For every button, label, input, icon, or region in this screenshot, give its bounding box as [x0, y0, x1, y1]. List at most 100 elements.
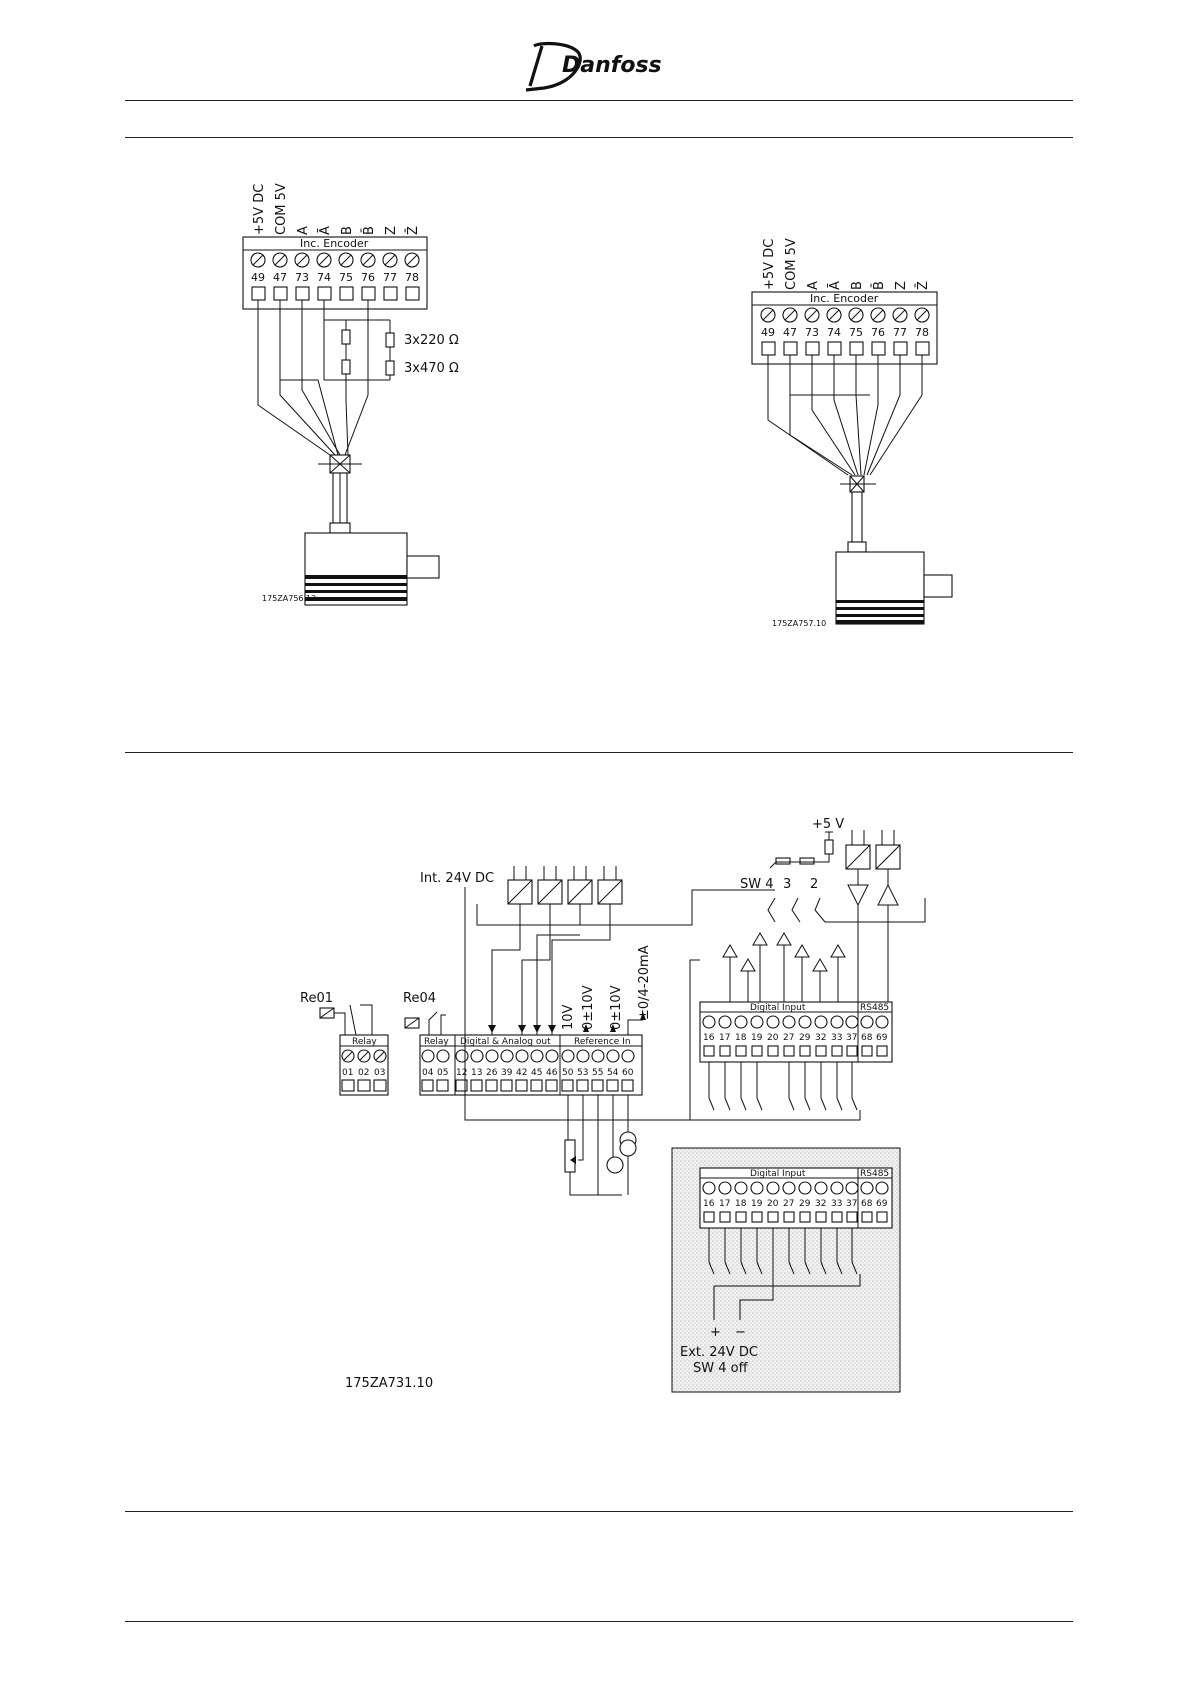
section-label-relay: Relay — [424, 1037, 449, 1047]
section-label-digital-analog-out: Digital & Analog out — [460, 1037, 551, 1047]
supply-label-int-24v: Int. 24V DC — [420, 871, 494, 886]
terminal-number: 18 — [735, 1033, 747, 1043]
ext-polarity-minus: − — [735, 1325, 746, 1340]
relay-terminal: 02 — [358, 1068, 369, 1078]
terminal-number: 68 — [861, 1199, 873, 1209]
footer-rule — [125, 1621, 1073, 1622]
danfoss-logo: Danfoss — [520, 38, 680, 100]
encoder-2-terminal-block — [751, 291, 938, 365]
terminal-number: 17 — [719, 1199, 730, 1209]
encoder-2-block-label: Inc. Encoder — [810, 292, 879, 305]
signal-label: Z — [384, 226, 399, 235]
terminal-number: 32 — [815, 1033, 826, 1043]
terminal-number: 60 — [622, 1068, 634, 1078]
encoder-diagram-1: +5V DC COM 5V A Ā B B̄ Z Z̄ Inc. Encoder… — [242, 183, 459, 606]
reference-label-0-10v-2: 0±10V — [609, 985, 624, 1030]
terminal-number: 19 — [751, 1033, 763, 1043]
digital-input-buffers — [722, 932, 846, 1010]
reference-label-0-10v: 0±10V — [581, 985, 596, 1030]
logo-wordmark: Danfoss — [562, 53, 662, 78]
supply-label-5v: +5 V — [812, 817, 844, 832]
encoder-1-signal-labels: +5V DC COM 5V A Ā B B̄ Z Z̄ — [252, 183, 421, 235]
section-divider-1 — [125, 752, 1073, 753]
signal-label: B̄ — [362, 226, 377, 235]
danfoss-logo-mark: Danfoss — [525, 41, 662, 92]
header-rule-bottom — [125, 137, 1073, 138]
relay-block-title: Relay — [352, 1037, 377, 1047]
terminal-number: 46 — [546, 1068, 558, 1078]
digital-block-terminal-numbers: 16 17 18 19 20 27 29 32 33 37 68 69 — [703, 1033, 888, 1043]
main-block-screws — [421, 1049, 635, 1063]
encoder-2-motor-icon — [835, 541, 953, 625]
terminal-number: 76 — [871, 326, 885, 339]
signal-label: Z̄ — [916, 281, 931, 290]
terminal-number: 77 — [893, 326, 907, 339]
rs485-title: RS485 — [860, 1003, 889, 1013]
terminal-number: 39 — [501, 1068, 513, 1078]
encoder-1-terminal-numbers: 49 47 73 74 75 76 77 78 — [251, 271, 419, 284]
encoder-1-motor-icon — [304, 522, 440, 606]
signal-label: Z — [894, 281, 909, 290]
relay-label-re01: Re01 — [300, 991, 333, 1006]
encoder-1-resistors: 3x220 Ω 3x470 Ω — [323, 300, 459, 381]
terminal-number: 33 — [831, 1199, 842, 1209]
terminal-number: 77 — [383, 271, 397, 284]
ext-terminal-numbers: 16 17 18 19 20 27 29 32 33 37 68 69 — [703, 1199, 888, 1209]
terminal-number: 37 — [846, 1199, 857, 1209]
terminal-number: 19 — [751, 1199, 763, 1209]
terminal-number: 13 — [471, 1068, 482, 1078]
output-driver-icons — [476, 866, 775, 1035]
ext-rs485-title: RS485 — [860, 1169, 889, 1179]
terminal-number: 12 — [456, 1068, 467, 1078]
section-divider-2 — [125, 1511, 1073, 1512]
ext-supply-text: Ext. 24V DC — [680, 1345, 758, 1360]
terminal-number: 29 — [799, 1033, 811, 1043]
terminal-number: 20 — [767, 1199, 779, 1209]
signal-label: COM 5V — [274, 183, 289, 235]
digital-input-title: Digital Input — [750, 1003, 806, 1013]
switch-label-2: 2 — [810, 877, 818, 892]
terminal-number: 69 — [876, 1199, 888, 1209]
signal-label: A — [806, 281, 821, 290]
signal-label: B̄ — [872, 281, 887, 290]
signal-label: A — [296, 226, 311, 235]
main-block-terminal-numbers: 04 05 12 13 26 39 42 45 46 50 53 55 54 6… — [422, 1068, 634, 1078]
terminal-number: 16 — [703, 1033, 715, 1043]
terminal-number: 78 — [915, 326, 929, 339]
terminal-number: 49 — [251, 271, 265, 284]
terminal-number: 75 — [339, 271, 353, 284]
terminal-number: 73 — [805, 326, 819, 339]
ext-digital-input-title: Digital Input — [750, 1169, 806, 1179]
terminal-number: 78 — [405, 271, 419, 284]
reference-label-10v: 10V — [561, 1004, 576, 1030]
signal-label: Ā — [828, 281, 843, 290]
terminal-number: 05 — [437, 1068, 448, 1078]
terminal-number: 47 — [273, 271, 287, 284]
relay-terminal: 03 — [374, 1068, 385, 1078]
terminal-number: 45 — [531, 1068, 542, 1078]
switch-label-sw4: SW 4 — [740, 877, 774, 892]
terminal-number: 29 — [799, 1199, 811, 1209]
encoder-1-screws — [250, 252, 420, 268]
terminal-number: 33 — [831, 1033, 842, 1043]
terminal-number: 16 — [703, 1199, 715, 1209]
resistor-label-220: 3x220 Ω — [404, 333, 459, 348]
terminal-number: 75 — [849, 326, 863, 339]
relay-label-re04: Re04 — [403, 991, 436, 1006]
terminal-number: 55 — [592, 1068, 603, 1078]
terminal-number: 37 — [846, 1033, 857, 1043]
terminal-number: 27 — [783, 1033, 794, 1043]
terminal-number: 50 — [562, 1068, 574, 1078]
ext-switch-text: SW 4 off — [693, 1361, 749, 1376]
signal-label: B — [850, 281, 865, 290]
terminal-number: 76 — [361, 271, 375, 284]
terminal-number: 73 — [295, 271, 309, 284]
terminal-number: 47 — [783, 326, 797, 339]
switch-label-3: 3 — [783, 877, 791, 892]
encoder-diagram-2: +5V DC COM 5V A Ā B B̄ Z Z̄ Inc. Encoder… — [751, 238, 953, 628]
ext-polarity-plus: + — [710, 1325, 721, 1340]
reference-label-current: ±0/4-20mA — [637, 945, 652, 1020]
terminal-number: 42 — [516, 1068, 527, 1078]
reference-sources — [564, 1095, 637, 1196]
